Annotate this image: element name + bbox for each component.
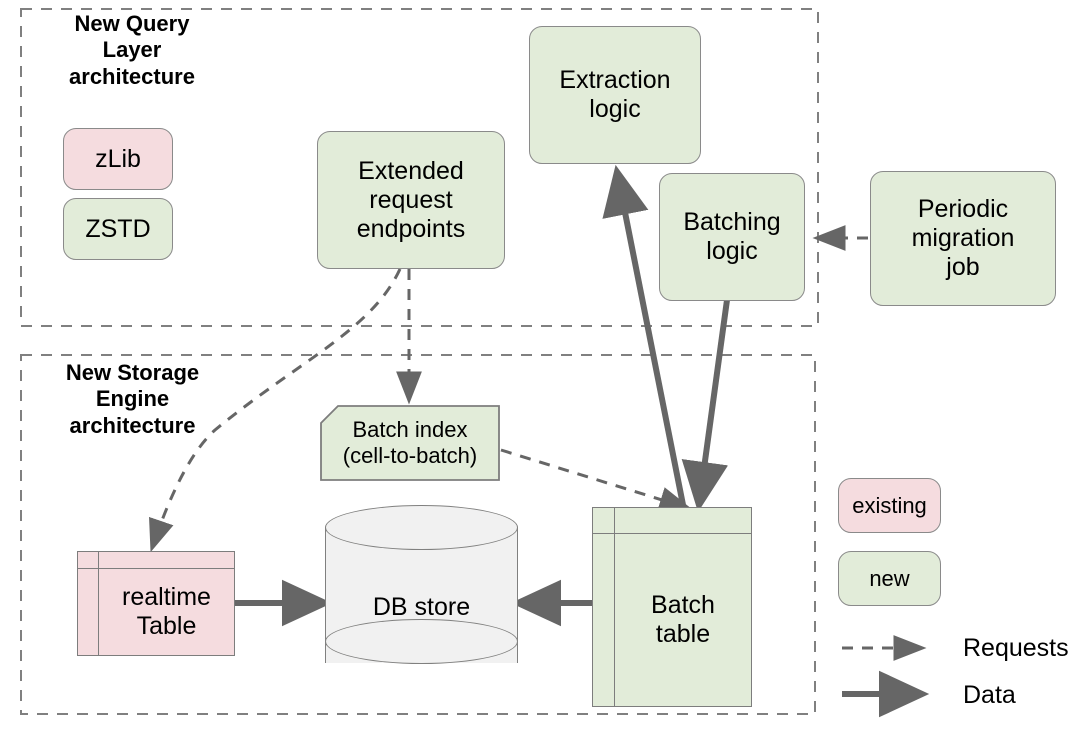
- node-realtime-table[interactable]: realtime Table: [77, 551, 235, 656]
- group-label-storage-engine: New Storage Engine architecture: [65, 360, 200, 438]
- legend-swatch-existing: existing: [838, 478, 941, 533]
- realtime-table-column-divider: [78, 552, 99, 655]
- node-batch-table[interactable]: Batch table: [592, 507, 752, 707]
- legend-swatch-new-label: new: [869, 565, 910, 591]
- node-db-store[interactable]: DB store: [325, 505, 518, 687]
- node-batch-index-label: Batch index (cell-to-batch): [342, 417, 478, 468]
- edge-endpoints-to-realtime-table: [149, 268, 402, 553]
- legend-swatch-new: new: [838, 551, 941, 606]
- node-zstd-label: ZSTD: [85, 214, 151, 243]
- node-batch-table-label: Batch table: [651, 591, 715, 648]
- group-boundary-query-layer: [20, 8, 819, 327]
- node-realtime-table-label: realtime Table: [122, 583, 211, 640]
- edge-batch-index-to-batch-table: [500, 448, 693, 512]
- node-batch-index[interactable]: Batch index (cell-to-batch): [320, 405, 500, 481]
- db-store-top-ellipse: [325, 505, 518, 550]
- node-batching-logic[interactable]: Batching logic: [659, 173, 805, 301]
- node-extended-request-endpoints[interactable]: Extended request endpoints: [317, 131, 505, 269]
- node-extended-request-endpoints-label: Extended request endpoints: [356, 156, 466, 243]
- node-zlib[interactable]: zLib: [63, 128, 173, 190]
- node-db-store-label: DB store: [372, 593, 471, 621]
- node-periodic-migration-job[interactable]: Periodic migration job: [870, 171, 1056, 306]
- group-boundary-storage-engine: [20, 354, 816, 715]
- edge-batching-logic-to-batch-table: [681, 299, 730, 513]
- batch-index-shape: [320, 405, 500, 481]
- batch-table-column-divider: [593, 508, 615, 706]
- node-zstd[interactable]: ZSTD: [63, 198, 173, 260]
- batch-table-header-row: [593, 508, 751, 534]
- edge-batch-table-to-extraction-logic: [602, 164, 689, 521]
- node-zlib-label: zLib: [95, 144, 141, 173]
- group-label-query-layer: New Query Layer architecture: [69, 11, 195, 89]
- legend-label-data: Data: [963, 681, 1016, 709]
- node-batching-logic-label: Batching logic: [683, 208, 781, 265]
- legend-label-requests: Requests: [963, 634, 1069, 662]
- realtime-table-header-row: [78, 552, 234, 569]
- node-extraction-logic-label: Extraction logic: [559, 66, 671, 123]
- node-extraction-logic[interactable]: Extraction logic: [529, 26, 701, 164]
- node-periodic-migration-job-label: Periodic migration job: [911, 195, 1015, 281]
- db-store-bottom-ellipse: [325, 619, 518, 664]
- legend-swatch-existing-label: existing: [852, 492, 927, 518]
